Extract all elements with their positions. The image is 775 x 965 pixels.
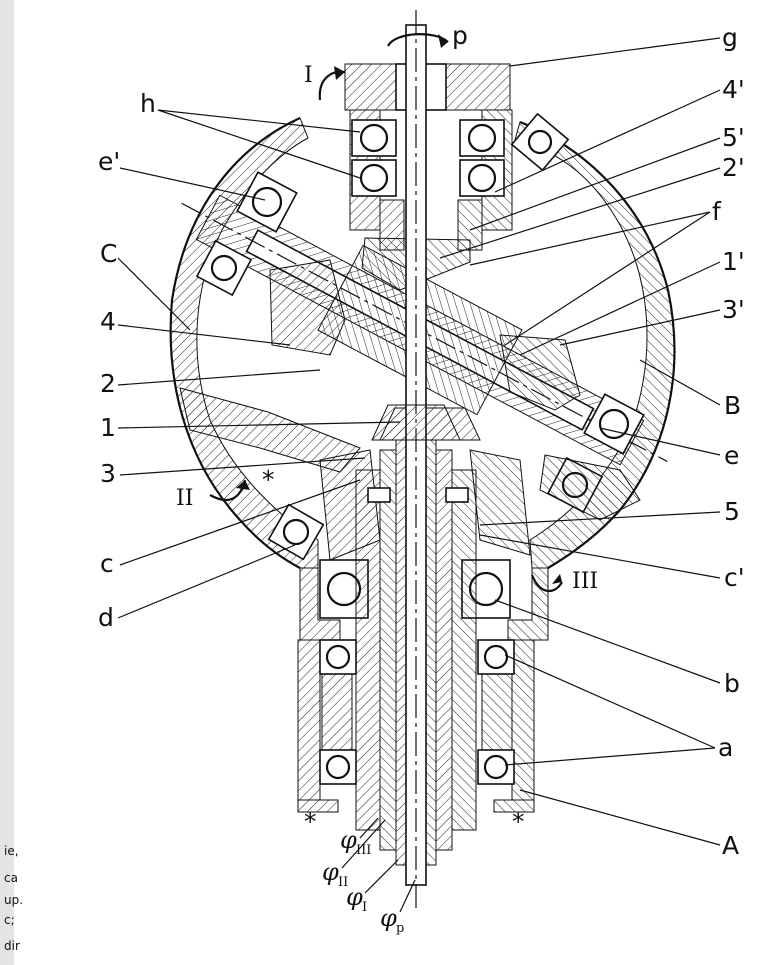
rotation-arrows <box>209 33 563 592</box>
phi-III-subscript: III <box>356 843 371 858</box>
label-3-prime: 3' <box>722 295 745 324</box>
label-d: d <box>98 603 114 632</box>
label-c-prime: c' <box>724 563 745 592</box>
scan-edge <box>0 0 14 965</box>
margin-fragment: dir <box>4 939 20 953</box>
concentric-shafts <box>355 10 477 910</box>
margin-text: ie, ca up. c; dir <box>4 844 23 953</box>
label-p: p <box>452 21 468 50</box>
bearings-a <box>319 639 515 785</box>
label-f: f <box>712 197 722 226</box>
label-4-prime: 4' <box>722 75 745 104</box>
label-c: c <box>100 549 114 578</box>
leader-lines <box>117 37 721 846</box>
label-II: II <box>176 486 193 511</box>
label-A: A <box>722 831 739 860</box>
phi-III-symbol: φ <box>340 826 357 854</box>
label-B: B <box>724 391 741 420</box>
margin-fragment: ie, <box>4 844 19 858</box>
label-1: 1 <box>100 413 116 442</box>
asterisk-mark: * <box>262 465 275 494</box>
label-h: h <box>140 89 156 118</box>
phi-labels: φ III φ II φ I φ p <box>322 817 416 936</box>
label-a: a <box>718 733 733 762</box>
bearing-e-prime <box>195 171 298 297</box>
label-III: III <box>572 569 598 594</box>
label-3: 3 <box>100 459 116 488</box>
label-5-prime: 5' <box>722 123 745 152</box>
phi-I-symbol: φ <box>346 883 363 911</box>
margin-fragment: up. <box>4 893 23 907</box>
phi-II-symbol: φ <box>322 858 339 886</box>
label-1-prime: 1' <box>722 247 745 276</box>
label-b: b <box>724 669 740 698</box>
label-2-prime: 2' <box>722 153 745 182</box>
part-labels: g h e' C 4 2 1 3 c d 4' 5' 2' f 1' 3' B … <box>98 21 745 860</box>
top-cap <box>344 63 513 251</box>
label-C: C <box>100 239 117 268</box>
phi-p-subscript: p <box>396 921 404 936</box>
label-I: I <box>304 63 313 88</box>
phi-p-symbol: φ <box>380 904 397 932</box>
label-g: g <box>722 23 738 52</box>
label-2: 2 <box>100 369 116 398</box>
bearings-h <box>351 119 505 197</box>
asterisk-mark: * <box>512 807 525 836</box>
label-4: 4 <box>100 307 116 336</box>
phi-I-subscript: I <box>362 900 367 915</box>
seal-d <box>267 112 570 561</box>
label-e: e <box>724 441 739 470</box>
label-5: 5 <box>724 497 740 526</box>
margin-fragment: c; <box>4 913 15 927</box>
asterisk-mark: * <box>304 807 317 836</box>
label-e-prime: e' <box>98 147 120 176</box>
phi-II-subscript: II <box>338 875 348 890</box>
margin-fragment: ca <box>4 871 18 885</box>
